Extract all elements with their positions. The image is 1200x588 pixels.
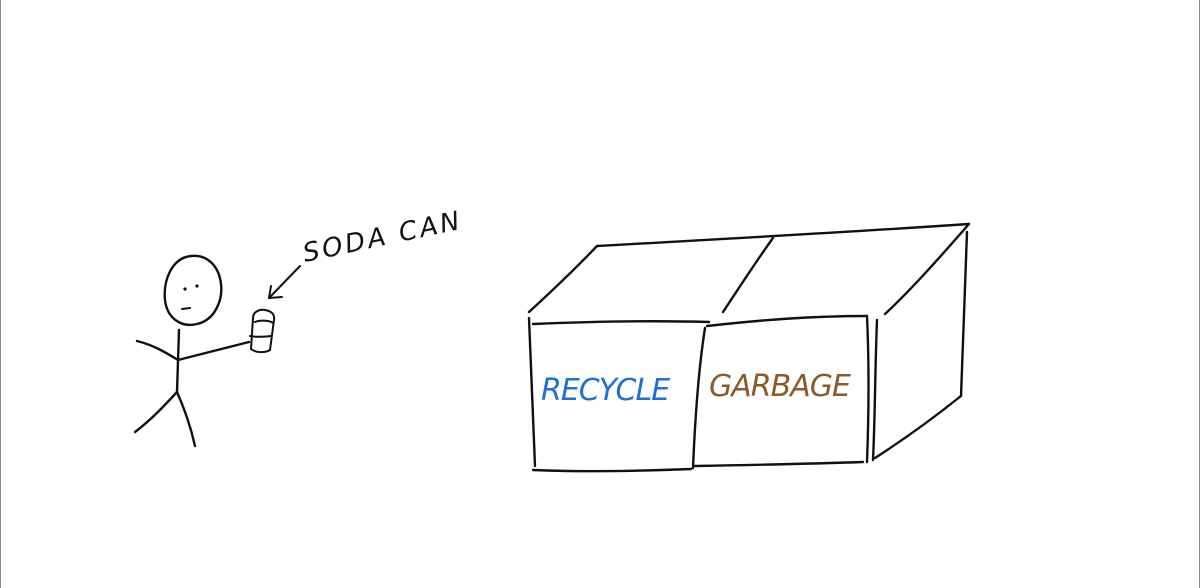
stick-figure — [133, 254, 251, 448]
left-leg — [133, 390, 179, 434]
soda-can-icon — [249, 308, 276, 354]
soda-can-annotation: SODA CAN — [300, 206, 465, 269]
bins-sketch: RECYCLE GARBAGE — [527, 222, 971, 473]
garbage-bin: GARBAGE — [691, 314, 879, 470]
right-eye — [195, 284, 199, 288]
mouth — [181, 307, 191, 310]
recycle-label: RECYCLE — [541, 373, 670, 408]
recycle-bin: RECYCLE — [527, 316, 711, 473]
head — [163, 254, 223, 327]
left-arm — [135, 339, 180, 362]
right-arm — [176, 340, 251, 362]
right-leg — [175, 390, 197, 448]
garbage-label: GARBAGE — [709, 369, 851, 404]
pointer-arrow — [268, 265, 301, 299]
left-eye — [183, 287, 187, 291]
